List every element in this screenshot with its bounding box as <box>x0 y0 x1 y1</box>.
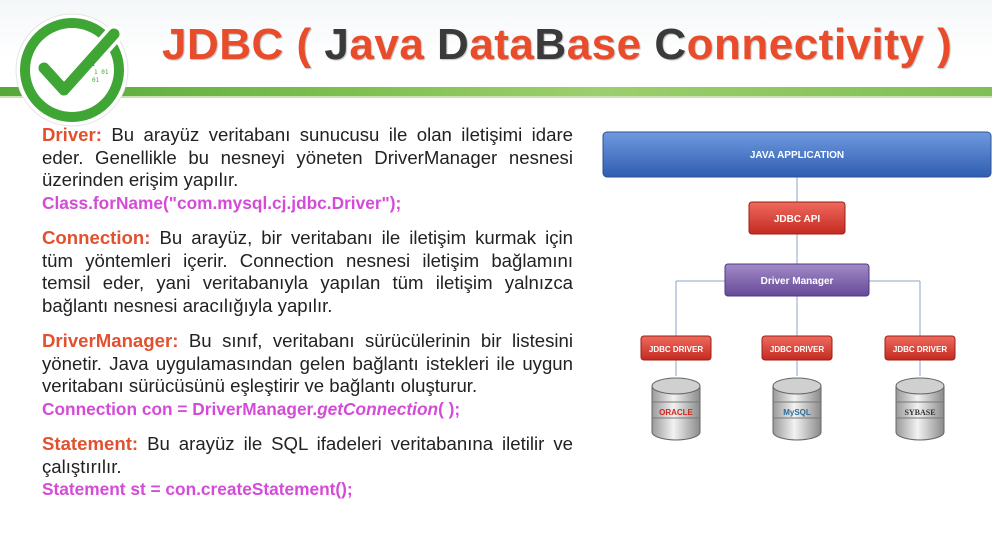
java-application-box: JAVA APPLICATION <box>750 150 844 161</box>
mysql-label: MySQL <box>783 408 811 417</box>
section-driver: Driver: Bu arayüz veritabanı sunucusu il… <box>42 124 573 214</box>
term-connection: Connection: <box>42 227 151 248</box>
driver-manager-box: Driver Manager <box>761 276 834 287</box>
content-text: Driver: Bu arayüz veritabanı sunucusu il… <box>42 124 573 514</box>
header-background <box>0 0 992 100</box>
header-light-bar <box>0 96 992 98</box>
header-green-bar <box>0 87 992 96</box>
oracle-label: ORACLE <box>659 408 693 417</box>
code-drivermanager: Connection con = DriverManager.getConnec… <box>42 398 461 419</box>
code-statement: Statement st = con.createStatement(); <box>42 479 353 499</box>
jdbc-driver-box-1: JDBC DRIVER <box>649 345 703 354</box>
checkmark-logo-icon: 01 1 01 01 <box>15 13 129 127</box>
section-drivermanager: DriverManager: Bu sınıf, veritabanı sürü… <box>42 330 573 420</box>
mysql-database-icon: MySQL <box>772 377 822 441</box>
text-statement: Bu arayüz ile SQL ifadeleri veritabanına… <box>42 433 573 477</box>
term-statement: Statement: <box>42 433 139 454</box>
text-connection: Bu arayüz, bir veritabanı ile iletişim k… <box>42 227 573 316</box>
oracle-database-icon: ORACLE <box>651 377 701 441</box>
term-drivermanager: DriverManager: <box>42 330 179 351</box>
sybase-label: SYBASE <box>904 408 935 417</box>
logo-binary-3: 01 <box>92 77 100 84</box>
section-statement: Statement: Bu arayüz ile SQL ifadeleri v… <box>42 433 573 501</box>
sybase-database-icon: SYBASE <box>895 377 945 441</box>
jdbc-driver-box-2: JDBC DRIVER <box>770 345 824 354</box>
code-driver: Class.forName("com.mysql.cj.jdbc.Driver"… <box>42 192 402 213</box>
jdbc-driver-box-3: JDBC DRIVER <box>893 345 947 354</box>
section-connection: Connection: Bu arayüz, bir veritabanı il… <box>42 227 573 317</box>
term-driver: Driver: <box>42 124 102 145</box>
page-title: JDBC ( Java DataBase Connectivity ) <box>162 20 953 69</box>
jdbc-api-box: JDBC API <box>774 214 821 225</box>
logo-binary-1: 01 <box>88 61 96 68</box>
text-driver: Bu arayüz veritabanı sunucusu ile olan i… <box>42 124 573 190</box>
jdbc-architecture-diagram: JAVA APPLICATION JDBC API Driver Manager… <box>602 131 992 441</box>
text-drivermanager: Bu sınıf, veritabanı sürücülerinin bir l… <box>42 330 573 396</box>
logo-binary-2: 1 01 <box>94 69 109 76</box>
